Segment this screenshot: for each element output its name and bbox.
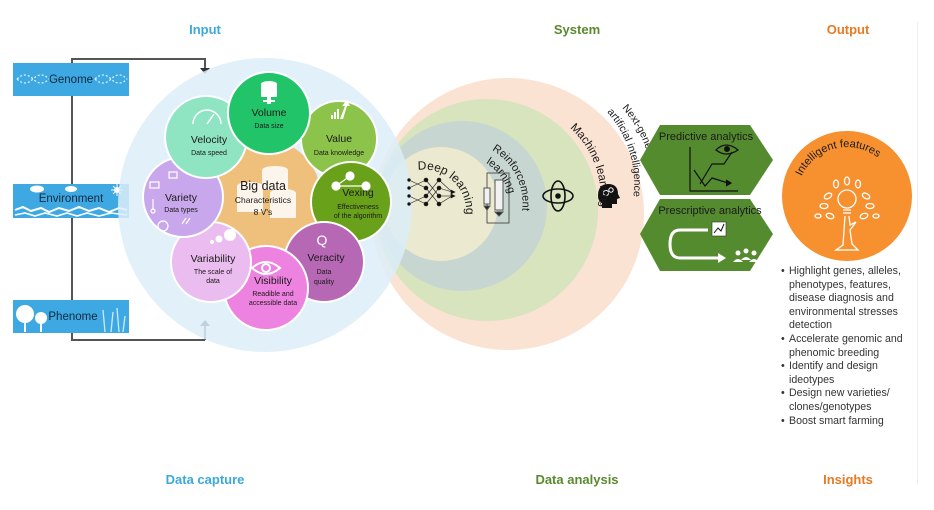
weather-soil-icon	[14, 184, 128, 217]
workflow-icon	[331, 171, 371, 191]
hexagon-predictive-analytics	[640, 125, 773, 195]
source-label: Environment	[38, 193, 104, 205]
right-divider	[917, 22, 918, 484]
big-data-title: Big data	[240, 179, 286, 193]
plants-icon	[16, 305, 126, 333]
v-name: Variety	[165, 192, 198, 204]
neural-network-icon	[407, 177, 456, 207]
lightbulb-tree-icon	[814, 176, 880, 251]
v-desc-line1: The scale of	[194, 269, 232, 276]
system-rings	[372, 78, 644, 350]
v-desc: Data types	[164, 207, 198, 214]
v-desc-line2: quality	[314, 279, 335, 286]
bubbles-icon	[210, 229, 236, 244]
big-data-subtitle: Characteristics	[235, 195, 291, 205]
v-name: Vexing	[342, 187, 374, 199]
feedback-loop-icon	[483, 172, 510, 224]
v-desc-line2: accessible data	[249, 300, 297, 307]
insight-item: Design new varieties/ clones/genotypes	[781, 387, 921, 414]
connector-top-drop	[204, 58, 206, 70]
v-desc: Data speed	[191, 150, 227, 157]
source-label: Phenome	[48, 310, 98, 323]
v-desc: Data size	[254, 123, 283, 130]
speedometer-icon	[192, 109, 222, 125]
data-types-icon	[149, 171, 191, 232]
analytics-label: Predictive analytics	[659, 131, 754, 143]
heading-output: Output	[826, 22, 870, 37]
v-desc-line1: Readible and	[252, 291, 293, 298]
v-name: Visibility	[254, 275, 292, 287]
v-desc-line1: Data	[317, 269, 332, 276]
source-environment: Environment	[13, 184, 129, 218]
growth-arrow-icon	[331, 100, 350, 119]
v-desc-line1: Effectiveness	[337, 204, 379, 211]
v-desc-line2: of the algorithm	[334, 213, 382, 220]
source-phenome: Phenome	[13, 300, 129, 333]
analytics-label: Prescriptive analytics	[658, 205, 762, 217]
insight-item: Highlight genes, alleles, phenotypes, fe…	[781, 265, 921, 333]
v-labels: Volume Data size Value Data knowledge Ve…	[164, 107, 382, 307]
insight-item: Boost smart farming	[781, 415, 921, 429]
heading-system: System	[553, 22, 601, 37]
intelligent-features-circle	[782, 131, 912, 261]
dna-icon	[16, 74, 128, 84]
prescriptive-flow-icon	[668, 221, 759, 263]
heading-data-analysis: Data analysis	[535, 472, 619, 487]
connector-top	[71, 58, 205, 60]
v-name: Variability	[191, 253, 236, 265]
v-desc: Data knowledge	[314, 150, 364, 157]
database-icon	[261, 81, 277, 104]
heading-insights: Insights	[823, 472, 873, 487]
source-label: Genome	[48, 73, 94, 86]
v-name: Value	[326, 133, 352, 145]
predictive-chart-icon	[689, 144, 740, 192]
orbit-icon	[542, 180, 574, 212]
source-genome: Genome	[13, 63, 129, 96]
v-name: Velocity	[191, 134, 228, 146]
insight-item: Identify and design ideotypes	[781, 360, 921, 387]
insight-item: Accelerate genomic and phenomic breeding	[781, 333, 921, 360]
big-data-count: 8 V's	[254, 207, 273, 217]
v-name: Veracity	[307, 252, 345, 264]
v-name: Volume	[251, 107, 286, 119]
v-desc-line2: data	[206, 278, 220, 285]
connector-bottom	[71, 339, 205, 341]
insights-list: Highlight genes, alleles, phenotypes, fe…	[781, 265, 921, 428]
database-stack-icon	[237, 166, 296, 218]
heading-data-capture: Data capture	[165, 472, 245, 487]
quality-icon: Q	[317, 232, 328, 248]
eye-icon	[250, 261, 282, 275]
heading-input: Input	[189, 22, 221, 37]
ai-head-icon	[598, 184, 620, 208]
